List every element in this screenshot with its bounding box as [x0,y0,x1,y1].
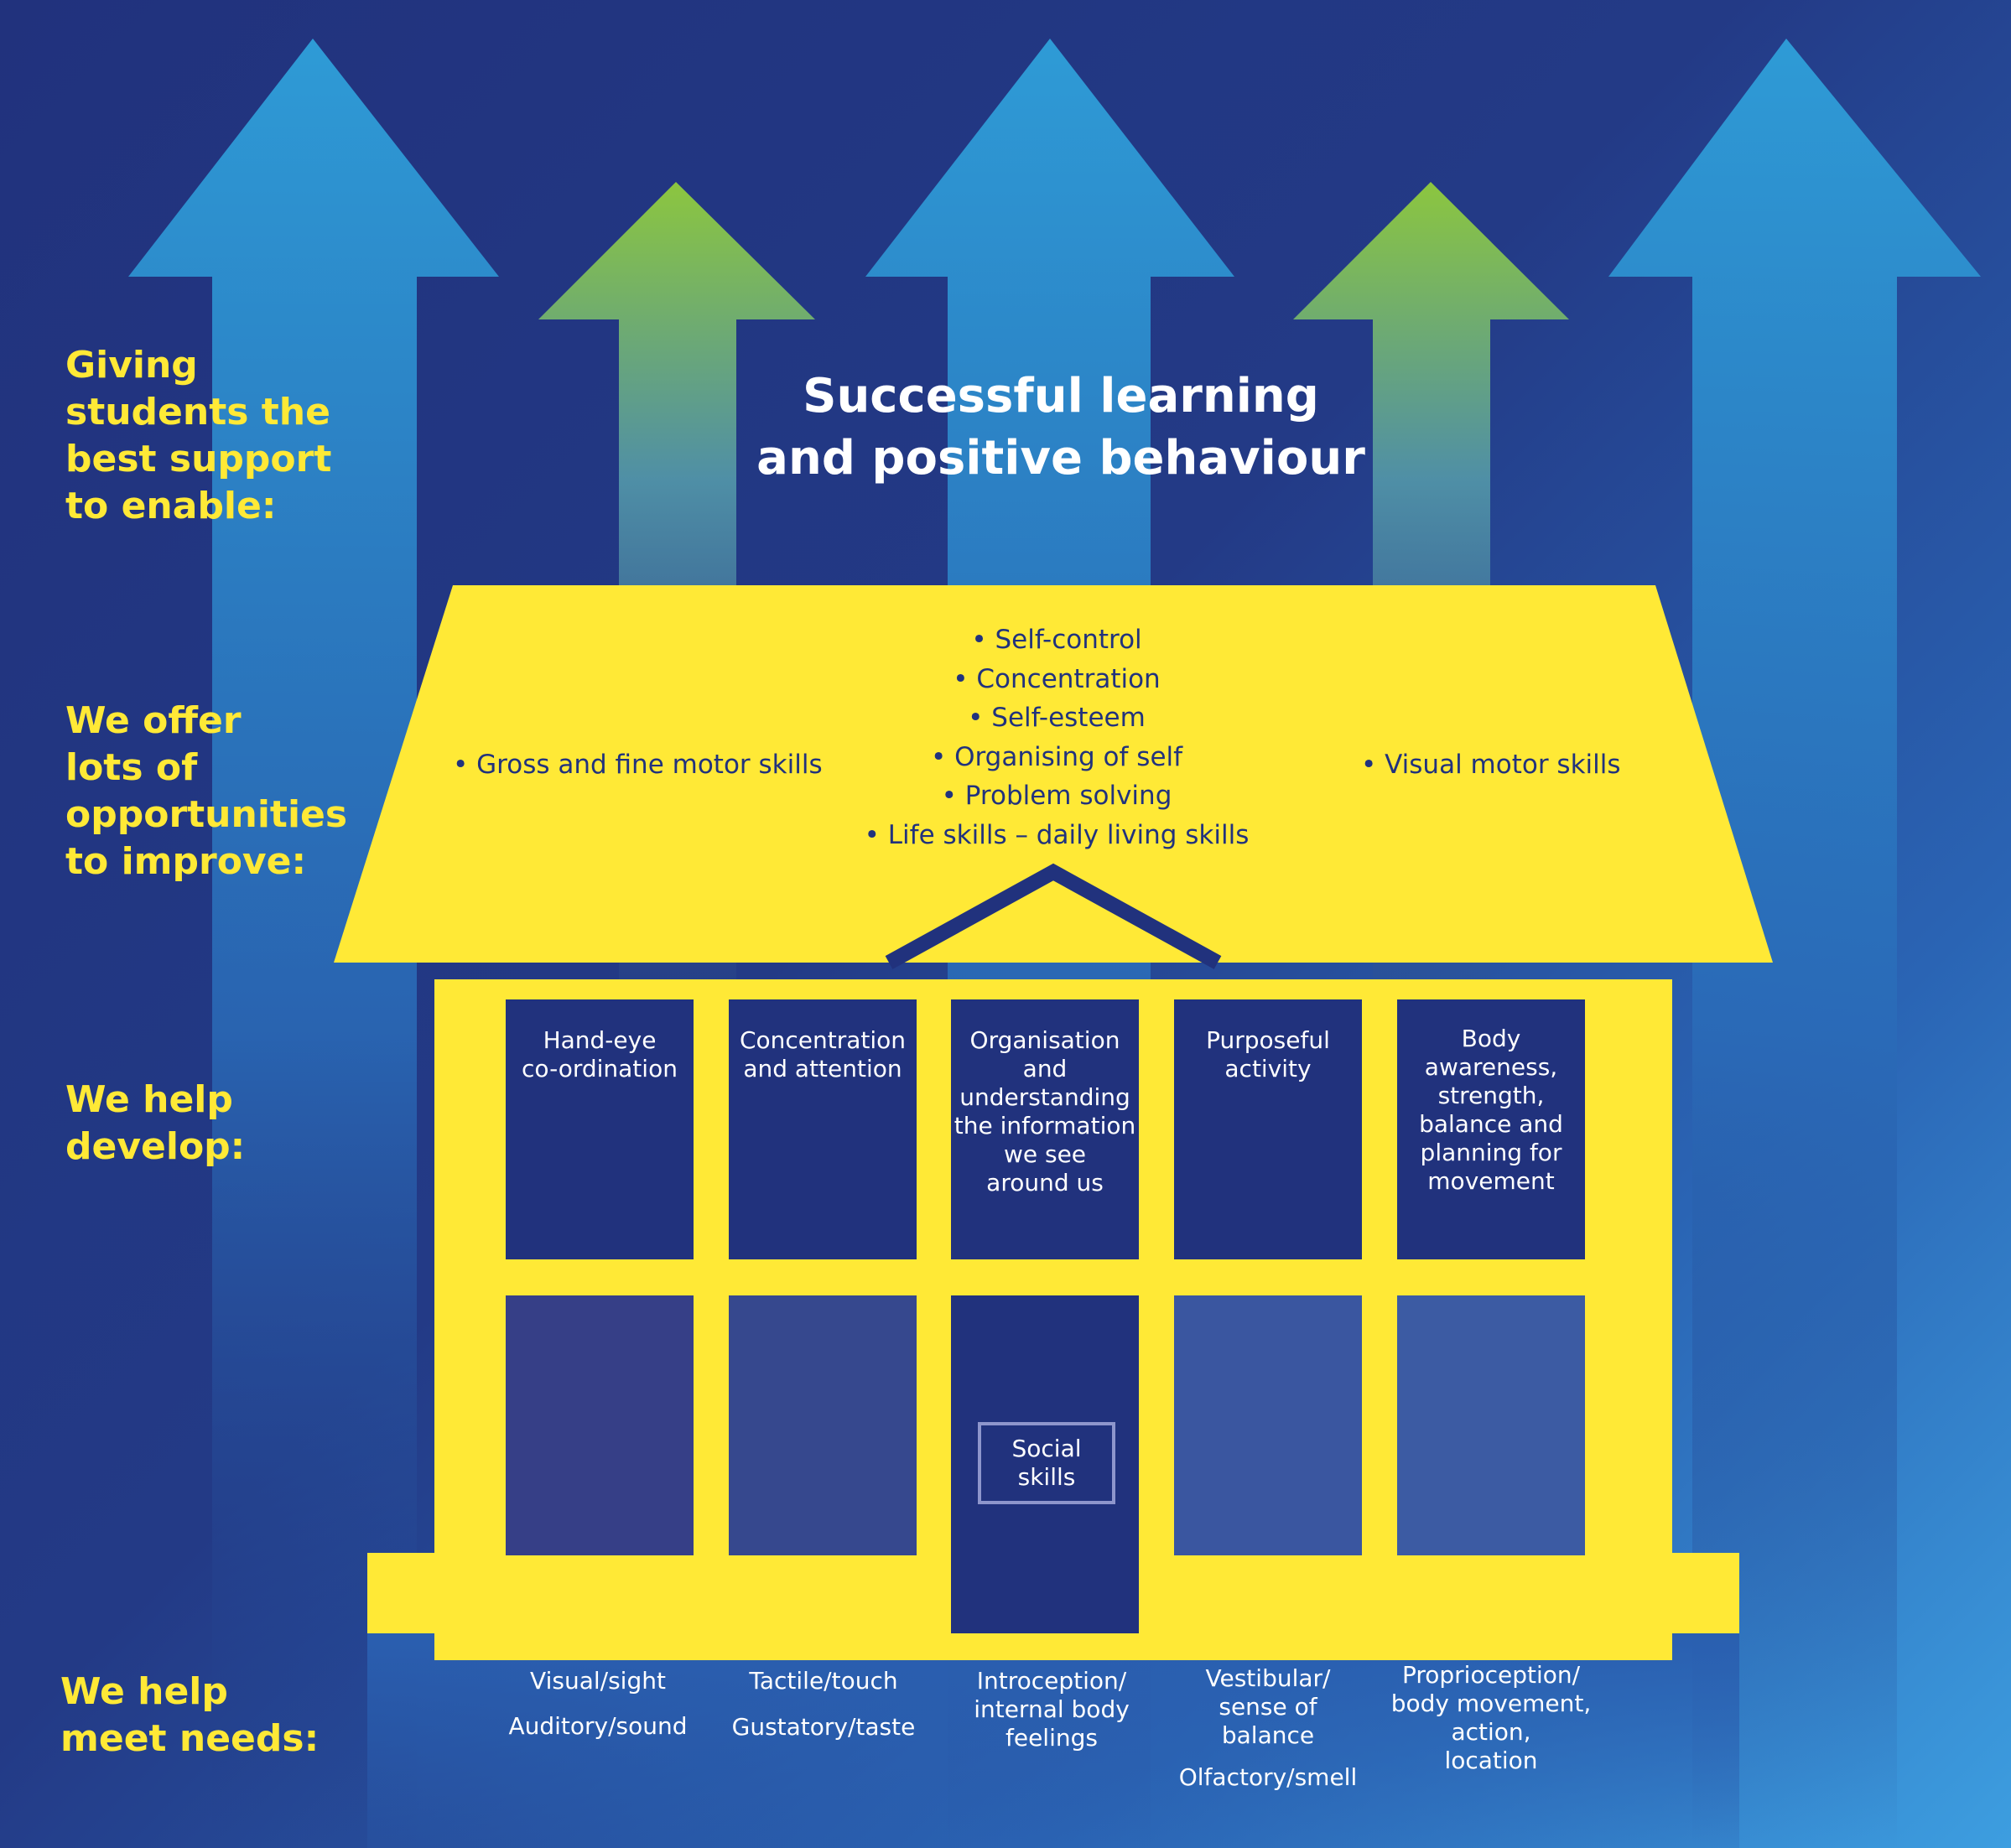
roof-center-list: • Self-control • Concentration • Self-es… [839,620,1275,854]
window-2 [729,999,917,1259]
door-label: Social skills [978,1422,1115,1504]
roof [334,585,1773,963]
roof-list-item: • Organising of self [930,741,1183,772]
lower-window-4 [1174,1295,1362,1555]
lower-window-1 [506,1295,694,1555]
roof-right-item: • Visual motor skills [1361,750,1621,780]
ground-band [367,1633,1739,1848]
window-label-4: Purposeful activity [1206,1026,1330,1082]
roof-list-item: • Concentration [953,663,1161,694]
window-5 [1397,999,1585,1259]
page-title: Successful learning and positive behavio… [756,369,1365,485]
need-1a: Visual/sight [530,1667,666,1695]
roof-left-item: • Gross and fine motor skills [453,750,823,780]
need-2b: Gustatory/taste [731,1713,916,1741]
lower-window-5 [1397,1295,1585,1555]
blue-arrow-1 [128,39,499,1848]
need-3a: Introception/ internal body feelings [974,1667,1130,1752]
label-offer: We offer lots of opportunities to improv… [65,699,348,883]
window-3 [951,999,1139,1259]
need-4a: Vestibular/ sense of balance [1205,1664,1331,1749]
lower-window-2 [729,1295,917,1555]
need-1b: Auditory/sound [508,1712,688,1740]
window-label-5: Body awareness, strength, balance and pl… [1419,1025,1563,1195]
label-needs: We help meet needs: [60,1670,320,1760]
roof-list-item: • Life skills – daily living skills [864,819,1250,850]
roof-list-item: • Self-control [971,625,1142,655]
window-4 [1174,999,1362,1259]
blue-arrow-3 [1608,39,1981,1848]
roof-list-item: • Problem solving [941,781,1172,811]
need-4b: Olfactory/smell [1178,1763,1358,1791]
roof-gable [885,863,1222,969]
label-giving: Giving students the best support to enab… [65,344,332,527]
window-1 [506,999,694,1259]
window-label-3: Organisation and understanding the infor… [954,1026,1136,1197]
window-label-2: Concentration and attention [739,1026,907,1082]
label-develop: We help develop: [65,1078,246,1168]
need-5a: Proprioception/ body movement, action, l… [1390,1661,1592,1774]
window-label-1: Hand-eye co-ordination [522,1026,678,1082]
door [951,1295,1139,1633]
need-2a: Tactile/touch [749,1667,898,1695]
roof-list-item: • Self-esteem [968,703,1146,733]
